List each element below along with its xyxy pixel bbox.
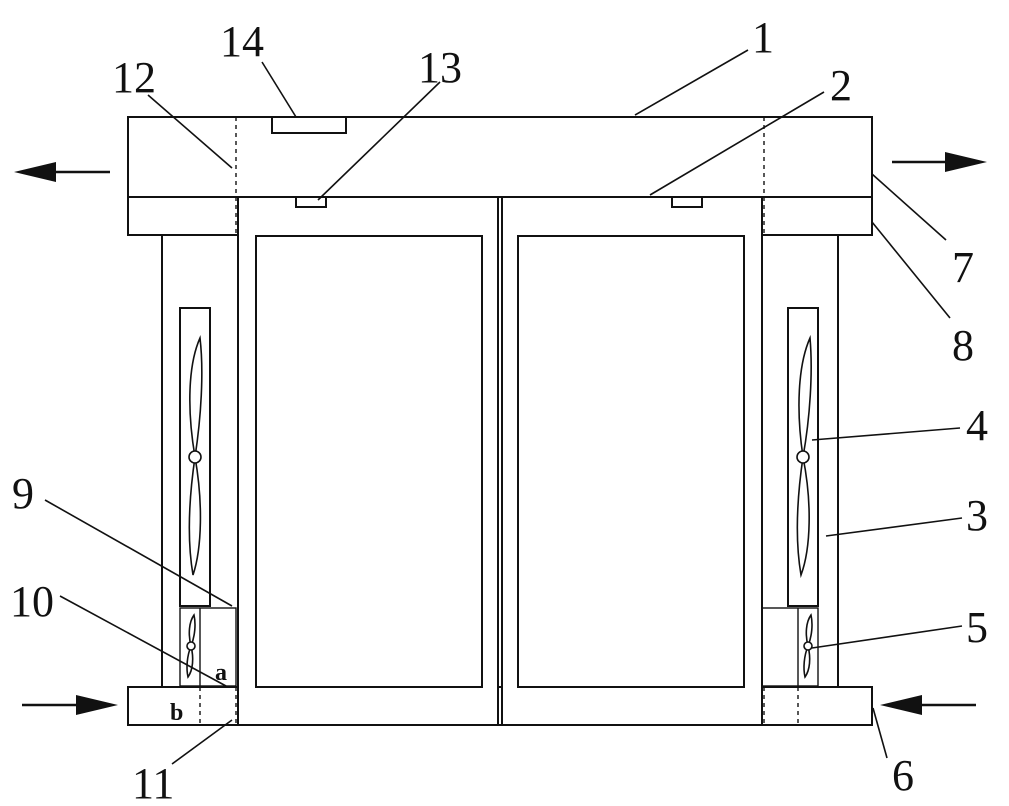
label-b: b — [170, 700, 183, 726]
top-component-14 — [271, 116, 347, 134]
right-door-leaf — [501, 196, 763, 726]
left-door-leaf — [237, 196, 499, 726]
label-5: 5 — [966, 603, 988, 652]
sensor-right — [671, 196, 703, 208]
label-11: 11 — [132, 759, 174, 806]
leader-lines — [44, 49, 963, 765]
label-1: 1 — [752, 13, 774, 62]
left-small-fan-icon — [186, 613, 196, 679]
label-8: 8 — [952, 321, 974, 370]
label-13: 13 — [418, 43, 462, 92]
arrow-out-right — [892, 152, 987, 172]
label-6: 6 — [892, 751, 914, 800]
right-large-fan-icon — [796, 334, 812, 579]
label-7: 7 — [952, 243, 974, 292]
arrow-in-left — [22, 695, 118, 715]
label-4: 4 — [966, 401, 988, 450]
label-3: 3 — [966, 491, 988, 540]
right-small-fan-icon — [803, 613, 813, 679]
arrow-out-left — [14, 162, 110, 182]
left-large-fan-icon — [188, 335, 203, 576]
label-10: 10 — [10, 577, 54, 626]
label-9: 9 — [12, 469, 34, 518]
sensor-13 — [295, 196, 327, 208]
arrow-in-right — [880, 695, 976, 715]
label-a: a — [215, 660, 227, 686]
label-2: 2 — [830, 61, 852, 110]
label-14: 14 — [220, 17, 264, 66]
label-12: 12 — [112, 53, 156, 102]
